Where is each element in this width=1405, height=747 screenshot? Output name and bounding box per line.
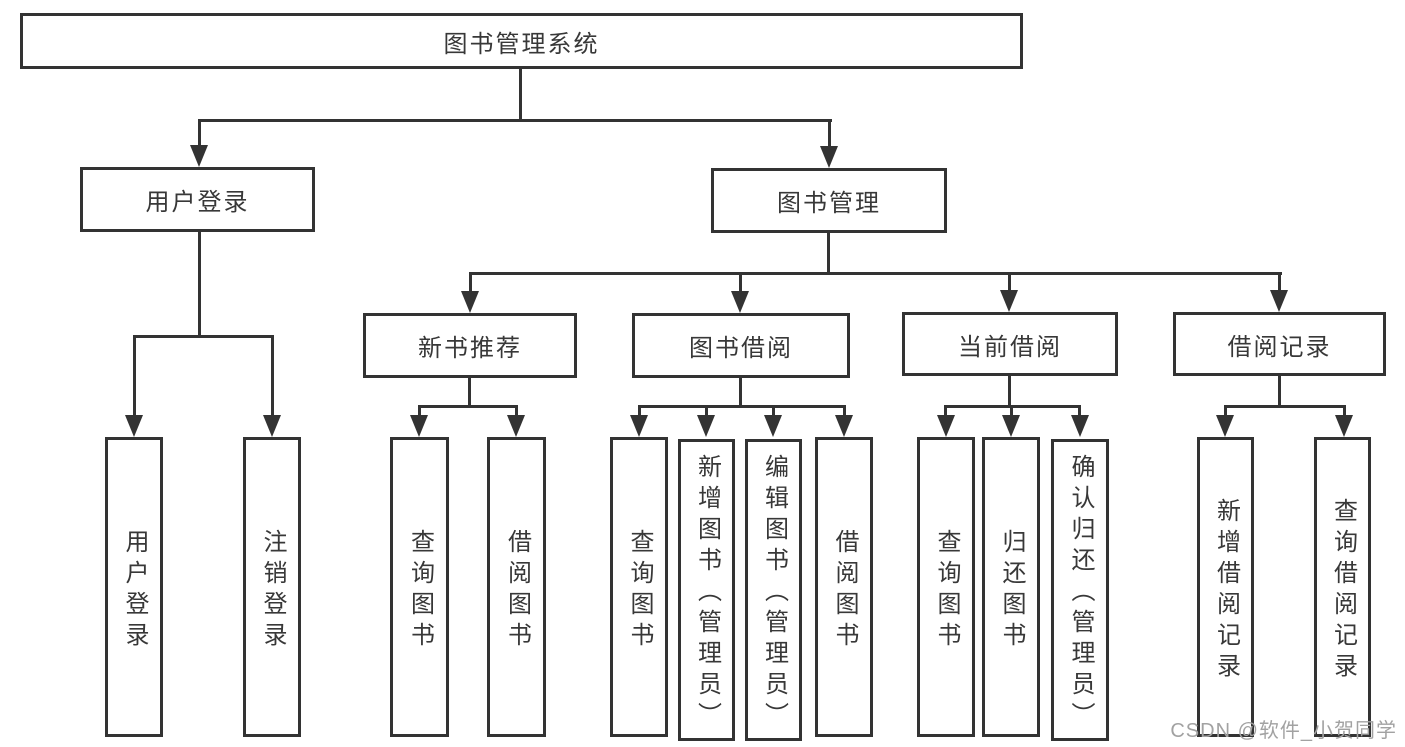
arrow-down-icon [1216,415,1234,437]
node-label: 新书推荐 [418,335,522,362]
arrow-down-icon [190,145,208,167]
arrow-down-icon [461,291,479,313]
connector-line [418,405,518,408]
node-borrow-books: 借阅图书 [815,437,873,737]
node-label: 查询图书 [626,528,653,653]
node-user-login: 用户登录 [80,167,315,232]
arrow-down-icon [1002,415,1020,437]
arrow-down-icon [731,291,749,313]
connector-line [1224,405,1345,408]
watermark: CSDN @软件_小贺同学 [1170,720,1397,742]
connector-line [1008,376,1011,407]
node-label: 新增借阅记录 [1212,497,1240,684]
connector-line [944,405,947,419]
node-confirm-return-admin: 确认归还（管理员） [1051,439,1109,741]
node-query-books-current: 查询图书 [917,437,975,737]
connector-line [1278,376,1281,407]
node-label: 新增图书（管理员） [693,454,721,733]
node-user-login-leaf: 用户登录 [105,437,163,737]
connector-line [198,232,201,338]
node-borrowing-records: 借阅记录 [1173,312,1386,376]
node-label: 图书借阅 [689,335,793,362]
node-label: 查询图书 [406,528,434,653]
node-label: 确认归还（管理员） [1067,454,1094,733]
connector-line [1278,272,1281,294]
connector-line [843,405,846,419]
connector-line [515,405,518,419]
connector-line [469,272,1282,275]
node-borrow-books-recommend: 借阅图书 [487,437,546,737]
connector-line [469,272,472,294]
node-logout: 注销登录 [243,437,301,737]
arrow-down-icon [697,415,715,437]
arrow-down-icon [835,415,853,437]
node-label: 注销登录 [259,528,286,653]
node-query-borrow-record: 查询借阅记录 [1314,437,1371,737]
connector-line [1010,405,1013,419]
connector-line [418,405,421,419]
connector-line [772,405,775,419]
node-library-system: 图书管理系统 [20,13,1023,69]
connector-line [739,378,742,408]
connector-line [1078,405,1081,419]
connector-line [1224,405,1227,419]
arrow-down-icon [630,415,648,437]
node-label: 借阅图书 [503,528,531,653]
node-edit-books-admin: 编辑图书（管理员） [745,439,802,741]
node-label: 图书管理 [777,190,881,217]
connector-line [198,119,201,149]
node-label: 编辑图书（管理员） [760,454,788,733]
arrow-down-icon [820,146,838,168]
arrow-down-icon [1000,290,1018,312]
connector-line [739,272,742,294]
connector-line [638,405,641,419]
arrow-down-icon [764,415,782,437]
arrow-down-icon [1270,290,1288,312]
node-label: 查询借阅记录 [1329,497,1357,684]
arrow-down-icon [937,415,955,437]
connector-line [271,335,274,417]
node-book-borrowing: 图书借阅 [632,313,850,378]
node-label: 当前借阅 [958,333,1062,361]
connector-line [1343,405,1346,419]
node-return-books: 归还图书 [982,437,1040,737]
connector-line [468,378,471,408]
node-label: 查询图书 [933,528,960,653]
connector-line [198,119,832,122]
connector-line [828,119,831,150]
connector-line [519,67,522,121]
connector-line [638,405,845,408]
arrow-down-icon [1335,415,1353,437]
node-current-borrowing: 当前借阅 [902,312,1118,376]
arrow-down-icon [507,415,525,437]
connector-line [133,335,274,338]
node-label: 图书管理系统 [443,30,600,58]
node-book-management: 图书管理 [711,168,947,233]
node-query-books-borrow: 查询图书 [610,437,668,737]
node-query-books-recommend: 查询图书 [390,437,449,737]
connector-line [705,405,708,419]
node-label: 借阅记录 [1227,333,1332,361]
arrow-down-icon [125,415,143,437]
arrow-down-icon [410,415,428,437]
node-label: 归还图书 [998,528,1025,653]
node-label: 借阅图书 [831,528,858,653]
connector-line [133,335,136,417]
node-add-books-admin: 新增图书（管理员） [678,439,735,741]
node-label: 用户登录 [145,189,250,216]
node-label: 用户登录 [121,528,148,653]
node-new-book-recommend: 新书推荐 [363,313,577,378]
connector-line [1008,272,1011,294]
node-add-borrow-record: 新增借阅记录 [1197,437,1254,737]
arrow-down-icon [1071,415,1089,437]
connector-line [827,233,830,275]
arrow-down-icon [263,415,281,437]
